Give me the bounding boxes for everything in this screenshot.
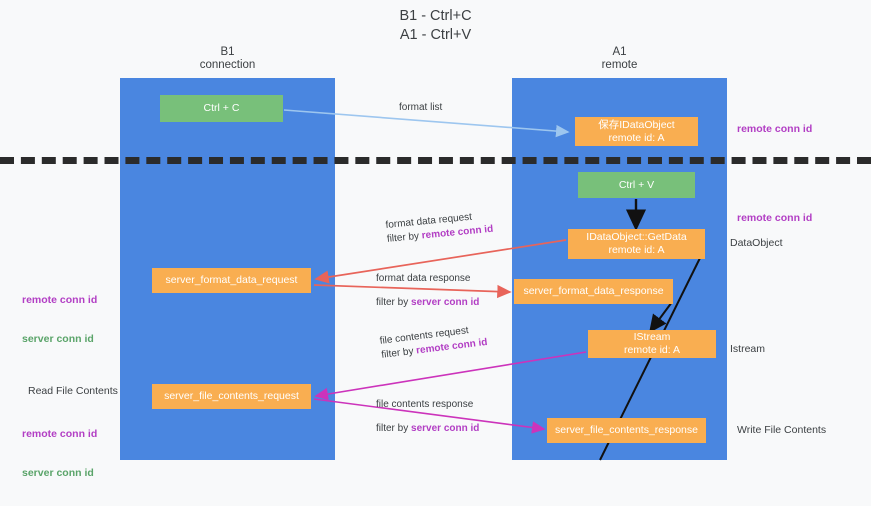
phase-divider xyxy=(0,157,871,164)
diagram-canvas: B1 - Ctrl+C A1 - Ctrl+V B1 connection A1… xyxy=(0,8,871,479)
page-title: B1 - Ctrl+C A1 - Ctrl+V xyxy=(399,8,472,43)
legend-server-conn-id: server conn id xyxy=(22,467,94,479)
node-istream[interactable]: IStream remote id: A xyxy=(588,330,716,358)
annotation-read-file-contents: Read File Contents xyxy=(28,385,118,397)
edge-label-format-data-response-line2: filter by server conn id xyxy=(376,296,479,310)
legend-conn-ids-mid: remote conn id server conn id xyxy=(22,268,97,372)
annotation-write-file-contents: Write File Contents xyxy=(737,424,827,436)
filter-key-server-conn-id: server conn id xyxy=(411,297,480,308)
connector-layer xyxy=(283,109,701,461)
lane-header-b1: B1 connection xyxy=(199,46,256,71)
filter-prefix: filter by xyxy=(376,423,412,434)
node-server-format-data-response[interactable]: server_format_data_response xyxy=(514,279,673,304)
filter-prefix: filter by xyxy=(380,345,417,361)
annotation-remote-conn-id-top: remote conn id xyxy=(737,123,813,135)
legend-conn-ids-bottom: remote conn id server conn id xyxy=(22,402,97,506)
node-server-format-data-request[interactable]: server_format_data_request xyxy=(152,268,311,293)
annotation-remote-conn-id-mid: remote conn id xyxy=(737,212,813,224)
legend-remote-conn-id: remote conn id xyxy=(22,294,98,306)
lane-header-a1: A1 remote xyxy=(601,46,638,71)
edge-label-format-list: format list xyxy=(399,102,443,113)
node-server-file-contents-request[interactable]: server_file_contents_request xyxy=(152,384,311,409)
node-ctrl-v[interactable]: Ctrl + V xyxy=(578,172,695,198)
filter-key-server-conn-id: server conn id xyxy=(411,423,480,434)
filter-prefix: filter by xyxy=(386,230,423,245)
edge-label-file-contents-response: file contents response filter by server … xyxy=(376,398,479,436)
edge-label-file-contents-response-line2: filter by server conn id xyxy=(376,422,479,436)
edge-label-file-contents-response-line1: file contents response xyxy=(376,399,474,410)
annotation-istream: Istream xyxy=(730,343,766,355)
annotation-dataobject: DataObject xyxy=(730,237,783,249)
edge-format-data-request xyxy=(314,239,567,284)
filter-prefix: filter by xyxy=(376,297,412,308)
edge-file-contents-response xyxy=(313,398,546,434)
edge-label-format-data-response-line1: format data response xyxy=(376,273,471,284)
node-idataobject-getdata[interactable]: IDataObject::GetData remote id: A xyxy=(568,229,705,259)
edge-format-list xyxy=(283,109,570,138)
edge-file-contents-request xyxy=(314,351,587,401)
node-save-idataobject[interactable]: 保存IDataObject remote id: A xyxy=(575,117,698,146)
legend-server-conn-id: server conn id xyxy=(22,333,94,345)
edge-label-format-data-response: format data response filter by server co… xyxy=(376,272,479,310)
node-server-file-contents-response[interactable]: server_file_contents_response xyxy=(547,418,706,443)
edge-response-istream xyxy=(649,301,673,334)
edge-format-data-response xyxy=(313,284,512,299)
node-ctrl-c[interactable]: Ctrl + C xyxy=(160,95,283,122)
legend-remote-conn-id: remote conn id xyxy=(22,428,98,440)
